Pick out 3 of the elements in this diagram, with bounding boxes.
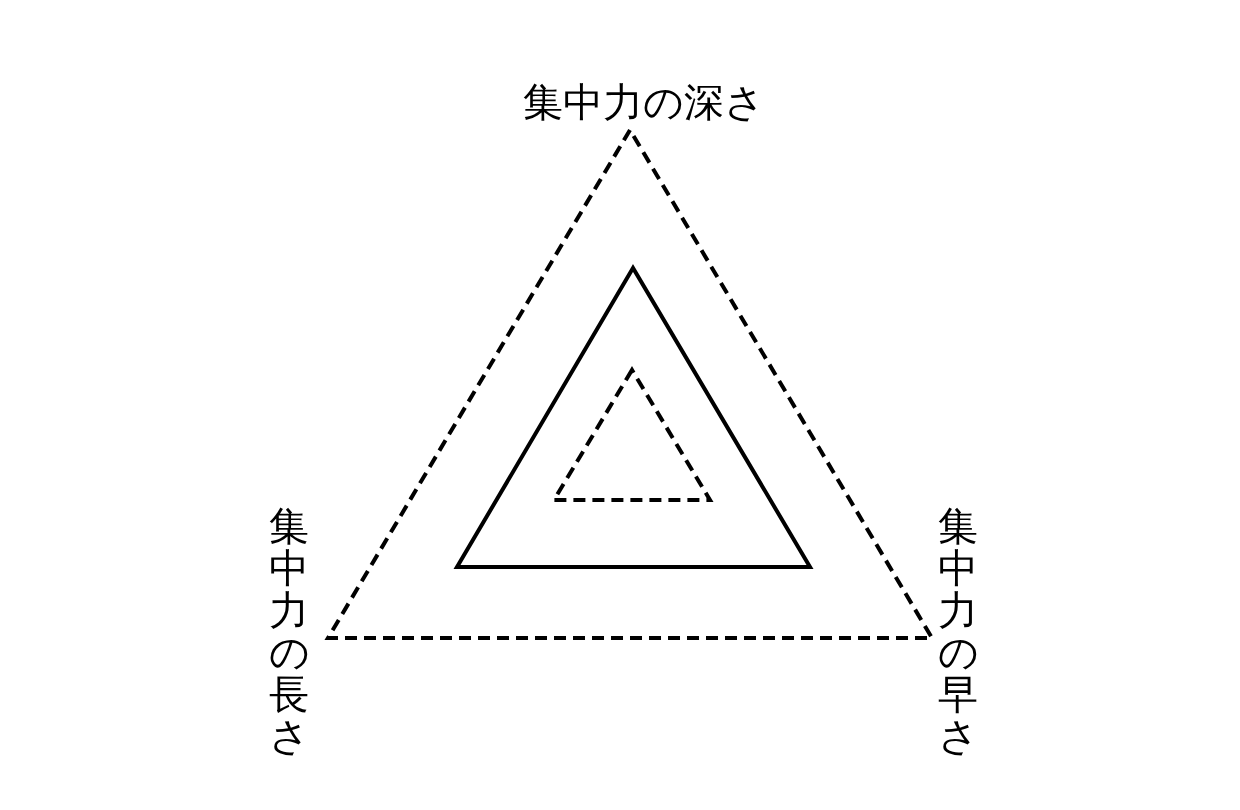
- axis-label: 集中力の長さ: [268, 505, 310, 757]
- axis-label: 集中力の早さ: [937, 505, 979, 757]
- axis-label: 集中力の深さ: [523, 82, 765, 122]
